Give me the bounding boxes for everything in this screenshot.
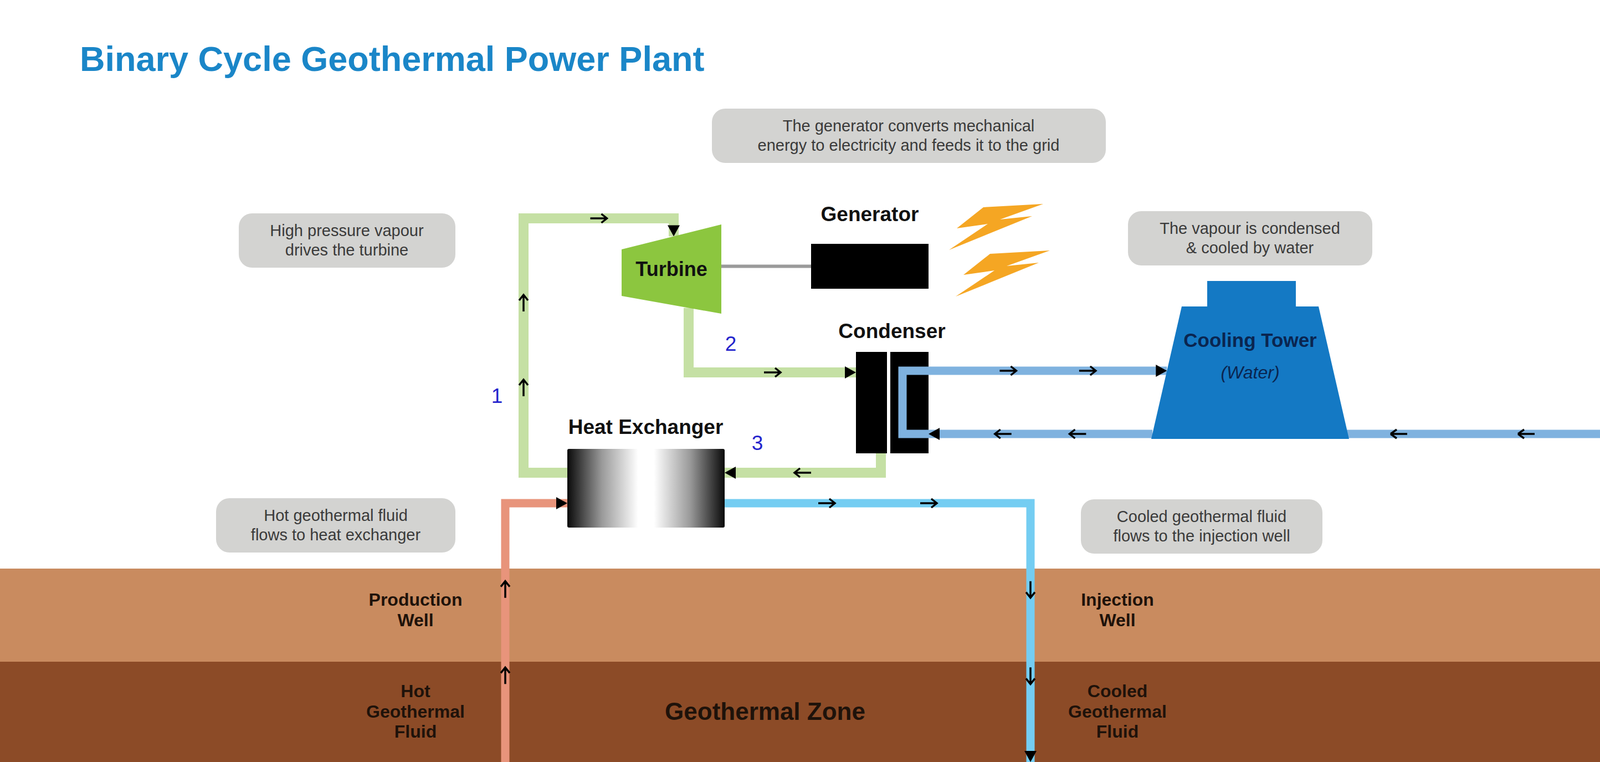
connector-group [928,364,1167,377]
flow-arrow [1026,667,1035,684]
tower-label: Cooling Tower [1151,329,1350,352]
callout-number: 1 [491,384,504,409]
callout-text: Hot geothermal fluid flows to heat excha… [229,505,443,545]
connector-group [721,265,812,267]
upper-ground-fill [0,568,1600,662]
diagram-title: Binary Cycle Geothermal Power Plant [79,38,705,79]
connector-group [928,427,1153,440]
turbine-outline [621,224,722,314]
condenser-body [855,351,929,454]
heat-exchanger-body [567,448,725,528]
flow-arrow [519,379,528,397]
heat-exchanger-unit: Heat Exchanger [559,415,732,528]
turbine-label: Turbine [635,257,707,281]
cooling-water-pipe [928,366,1167,376]
condenser-gap [886,351,891,454]
flow-arrow [519,294,528,312]
connector-group [688,308,856,379]
component-label: Heat Exchanger [559,415,732,440]
callout-box: Cooled geothermal fluid flows to the inj… [1080,499,1323,554]
flow-arrow [763,367,781,377]
turbine-shaft [721,264,812,269]
arrow-head [928,427,940,440]
arrow-head [556,496,568,510]
tower-label: (Water) [1151,362,1350,383]
connector-group [724,453,881,479]
flow-arrow [995,429,1012,439]
arrow-head [844,366,856,379]
flow-arrow [1390,429,1535,439]
arrow-head [1024,750,1037,762]
condenser-unit: Condenser [833,319,951,454]
condenser-coil [902,370,929,434]
cooling-tower: Cooling Tower (Water) [1151,280,1350,439]
callout-text: The vapour is condensed & cooled by wate… [1141,218,1360,258]
generator-unit: Generator [811,202,929,289]
return-water-pipe [1340,429,1600,439]
arrow-head [1155,364,1167,377]
flow-arrow [794,468,812,478]
callout-text: The generator converts mechanical energy… [725,116,1093,156]
band-label: Hot Geothermal Fluid [360,680,471,742]
callout-box: The generator converts mechanical energy… [711,108,1106,163]
flow-arrow [1079,366,1096,376]
flow-arrow [590,213,608,223]
band-label: Cooled Geothermal Fluid [1062,680,1173,742]
callout-box: Hot geothermal fluid flows to heat excha… [216,498,456,553]
cooling-water-pipe [928,429,1153,439]
tower-outline [1151,280,1350,439]
callout-box: High pressure vapour drives the turbine [238,213,456,268]
working-fluid-pipe [688,308,856,373]
component-label: Generator [811,202,929,227]
arrow-head [724,466,736,479]
flow-arrow [999,366,1017,376]
flow-arrow [500,581,510,598]
band-label: Production Well [360,589,471,631]
hot-fluid-pipe [505,503,568,762]
callout-number: 3 [751,431,764,456]
callout-box: The vapour is condensed & cooled by wate… [1127,211,1373,266]
ground-band: Hot Geothermal Fluid Geothermal Zone Coole… [0,661,1600,762]
flow-arrow [1026,581,1035,598]
ground-band: Production Well Injection Well [0,568,1600,662]
condenser-casing [855,351,929,454]
flow-arrow [1069,429,1086,439]
working-fluid-pipe [724,453,881,473]
flow-arrow [818,498,835,508]
turbine-symbol: Turbine [621,224,722,314]
band-label: Geothermal Zone [626,697,904,726]
callout-text: High pressure vapour drives the turbine [252,221,443,260]
component-label: Condenser [833,319,951,344]
generator-body [811,243,929,289]
flow-arrow [500,667,510,684]
band-label: Injection Well [1062,589,1173,631]
lightning-bolt [955,250,1050,297]
condenser-shape [855,351,929,454]
tower-shape [1151,280,1350,439]
connector-group [500,496,568,762]
lower-ground-fill [0,661,1600,762]
callout-text: Cooled geothermal fluid flows to the inj… [1094,506,1310,546]
callout-number: 2 [725,332,737,357]
flow-arrow [920,498,937,508]
arrow-head [667,225,680,237]
lightning-bolt [949,203,1044,250]
